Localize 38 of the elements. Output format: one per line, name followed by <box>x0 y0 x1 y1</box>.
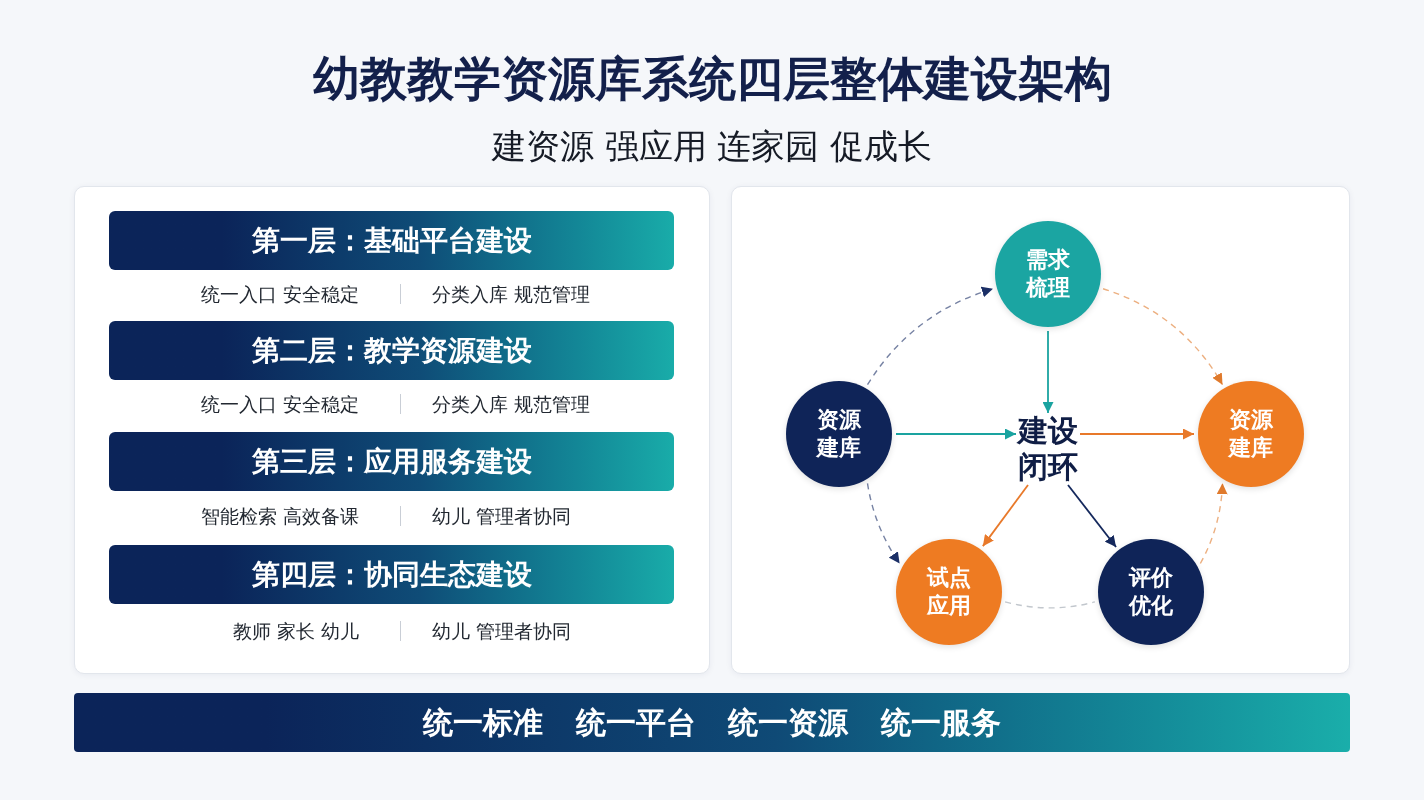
arrow <box>895 428 1017 440</box>
layer-banner <box>109 545 674 604</box>
dashed-arrow <box>1102 288 1224 386</box>
layer-feature: 教师 家长 幼儿 <box>232 619 359 644</box>
dashed-arrow <box>1199 482 1228 565</box>
layer-banner <box>109 211 674 270</box>
layer-feature: 统一入口 安全稳定 <box>200 282 359 307</box>
summary-banner <box>74 693 1350 752</box>
stage-label: 试点应用 <box>926 564 972 620</box>
layers-panel <box>74 186 710 674</box>
arrow <box>1042 330 1054 414</box>
cycle-panel <box>731 186 1350 674</box>
stage-label: 评价优化 <box>1128 564 1174 620</box>
arrow <box>981 484 1029 548</box>
arrow <box>1079 428 1195 440</box>
arrow <box>1067 484 1117 548</box>
title: 幼教教学资源库系统四层整体建设架构 <box>312 50 1112 108</box>
layer-feature: 幼儿 管理者协同 <box>432 619 572 644</box>
stage-label: 资源建库 <box>1228 406 1274 462</box>
layer-feature: 分类入库 规范管理 <box>432 392 591 417</box>
subtitle: 建资源 强应用 连家园 促成长 <box>491 125 933 168</box>
layer-feature: 幼儿 管理者协同 <box>432 504 572 529</box>
layer-banner <box>109 321 674 380</box>
layer-feature: 智能检索 高效备课 <box>200 504 359 529</box>
dashed-arrow <box>866 286 994 386</box>
dashed-arrow <box>866 482 901 565</box>
layer-feature: 统一入口 安全稳定 <box>200 392 359 417</box>
layer-title: 第四层：协同生态建设 <box>251 557 532 592</box>
layer-feature: 分类入库 规范管理 <box>432 282 591 307</box>
stage-label: 资源建库 <box>816 406 862 462</box>
layer-banner <box>109 432 674 491</box>
layer-title: 第二层：教学资源建设 <box>251 333 532 368</box>
layer-title: 第三层：应用服务建设 <box>251 444 532 479</box>
center-label: 建设闭环 <box>1016 413 1080 485</box>
dashed-line <box>1004 601 1096 609</box>
banner-text: 统一标准 统一平台 统一资源 统一服务 <box>423 703 1001 742</box>
stage-label: 需求梳理 <box>1025 246 1071 302</box>
layer-title: 第一层：基础平台建设 <box>251 223 532 258</box>
